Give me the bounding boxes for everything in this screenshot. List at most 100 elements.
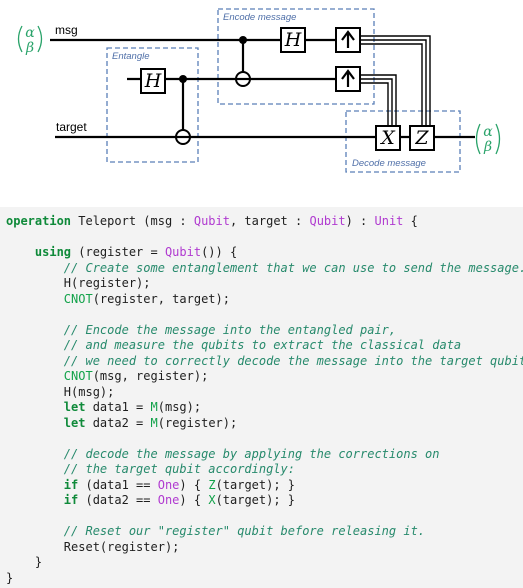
code-token: // we need to correctly decode the messa…: [63, 353, 523, 368]
code-token: [6, 524, 64, 538]
code-token: M: [150, 400, 158, 414]
code-token: (register =: [71, 245, 165, 259]
input-right-paren: [37, 25, 43, 53]
code-token: Z: [208, 477, 216, 492]
code-token: // Create some entanglement that we can …: [63, 260, 523, 275]
code-token: CNOT: [63, 291, 93, 306]
code-token: [6, 245, 35, 259]
output-alpha: α: [483, 124, 493, 140]
encode-box-label: Encode message: [223, 12, 296, 23]
code-line: using (register = Qubit()) {: [6, 245, 237, 260]
code-token: (register, target);: [92, 291, 230, 306]
code-token: if: [63, 477, 79, 492]
code-token: Unit: [374, 214, 404, 228]
code-token: [6, 478, 64, 492]
code-token: (data2 ==: [78, 493, 158, 507]
code-token: (data1 ==: [78, 477, 158, 492]
code-line: // Encode the message into the entangled…: [6, 323, 396, 338]
output-left-paren: [475, 123, 481, 155]
z-gate-target: Z: [409, 125, 435, 151]
code-line: }: [6, 571, 13, 586]
h-gate-label: H: [284, 29, 302, 51]
code-token: X: [208, 493, 216, 507]
code-token: H(msg);: [6, 384, 115, 399]
code-token: One: [157, 493, 180, 507]
code-token: using: [34, 245, 72, 259]
code-token: [6, 338, 64, 352]
code-line: operation Teleport (msg : Qubit, target …: [6, 214, 418, 229]
code-line: // we need to correctly decode the messa…: [6, 354, 523, 369]
code-block: operation Teleport (msg : Qubit, target …: [0, 207, 523, 588]
code-line: // Reset our "register" qubit before rel…: [6, 524, 425, 539]
decode-box-label: Decode message: [352, 158, 426, 169]
code-token: Qubit: [309, 214, 346, 228]
classical-wire-register: [360, 74, 397, 126]
teleport-circuit-diagram: Entangle Encode message Decode message α…: [17, 8, 501, 173]
code-token: [6, 292, 64, 306]
code-token: [6, 400, 64, 414]
output-state-vector: α β: [475, 123, 501, 155]
cnot-control-dot: [179, 75, 187, 83]
code-token: }: [6, 570, 14, 585]
code-line: if (data2 == One) { X(target); }: [6, 493, 295, 508]
code-token: // Encode the message into the entangled…: [63, 322, 397, 337]
code-token: Teleport (msg :: [71, 214, 194, 228]
code-line: // decode the message by applying the co…: [6, 446, 440, 462]
code-line: if (data1 == One) { Z(target); }: [6, 478, 295, 493]
code-token: Qubit: [193, 214, 230, 228]
code-token: if: [63, 493, 79, 507]
code-line: let data2 = M(register);: [6, 416, 237, 431]
input-beta: β: [25, 40, 34, 56]
code-line: CNOT(register, target);: [6, 292, 230, 307]
code-token: data1 =: [85, 400, 151, 414]
output-right-paren: [495, 123, 501, 155]
code-token: let: [63, 400, 86, 414]
code-token: operation: [6, 214, 72, 228]
code-token: Reset(register);: [6, 539, 180, 554]
code-token: {: [403, 214, 418, 228]
code-line: let data1 = M(msg);: [6, 400, 201, 415]
code-line: CNOT(msg, register);: [6, 369, 209, 384]
decode-box: [345, 110, 461, 173]
h-gate-label: H: [144, 70, 162, 92]
code-line: // Create some entanglement that we can …: [6, 261, 523, 276]
measure-msg-icon: [335, 27, 361, 53]
code-token: Qubit: [164, 245, 202, 259]
input-alpha: α: [25, 25, 35, 41]
output-beta: β: [483, 139, 492, 155]
cnot-msg-register: [235, 36, 251, 87]
code-token: ) {: [179, 493, 209, 507]
encode-box: [217, 8, 375, 105]
code-token: // Reset our "register" qubit before rel…: [63, 524, 426, 538]
z-gate-label: Z: [414, 127, 429, 149]
code-token: [6, 369, 64, 383]
h-gate-msg: H: [280, 27, 306, 53]
code-token: [6, 462, 64, 476]
input-state-vector: α β: [17, 25, 43, 56]
code-token: ) {: [179, 477, 209, 492]
code-token: (msg);: [157, 400, 202, 414]
x-gate-target: X: [375, 125, 401, 151]
code-token: [6, 493, 64, 507]
code-token: (msg, register);: [92, 369, 209, 383]
target-wire-label: target: [56, 120, 87, 134]
code-token: H(register);: [6, 276, 151, 290]
code-token: [6, 416, 64, 430]
code-token: [6, 261, 64, 275]
code-token: ()) {: [201, 245, 238, 259]
code-line: // and measure the qubits to extract the…: [6, 338, 461, 353]
code-token: (register);: [157, 415, 238, 430]
code-token: // decode the message by applying the co…: [63, 446, 440, 461]
entangle-box: [106, 47, 199, 163]
h-gate-register: H: [140, 68, 166, 94]
code-token: // and measure the qubits to extract the…: [63, 338, 462, 352]
entangle-box-label: Entangle: [112, 51, 150, 62]
x-gate-label: X: [379, 127, 396, 149]
code-token: , target :: [229, 214, 310, 228]
code-line: H(register);: [6, 276, 151, 291]
code-token: let: [63, 415, 86, 430]
measure-register-icon: [335, 66, 361, 92]
code-token: [6, 354, 64, 368]
code-token: data2 =: [85, 415, 151, 430]
code-token: M: [150, 415, 158, 430]
